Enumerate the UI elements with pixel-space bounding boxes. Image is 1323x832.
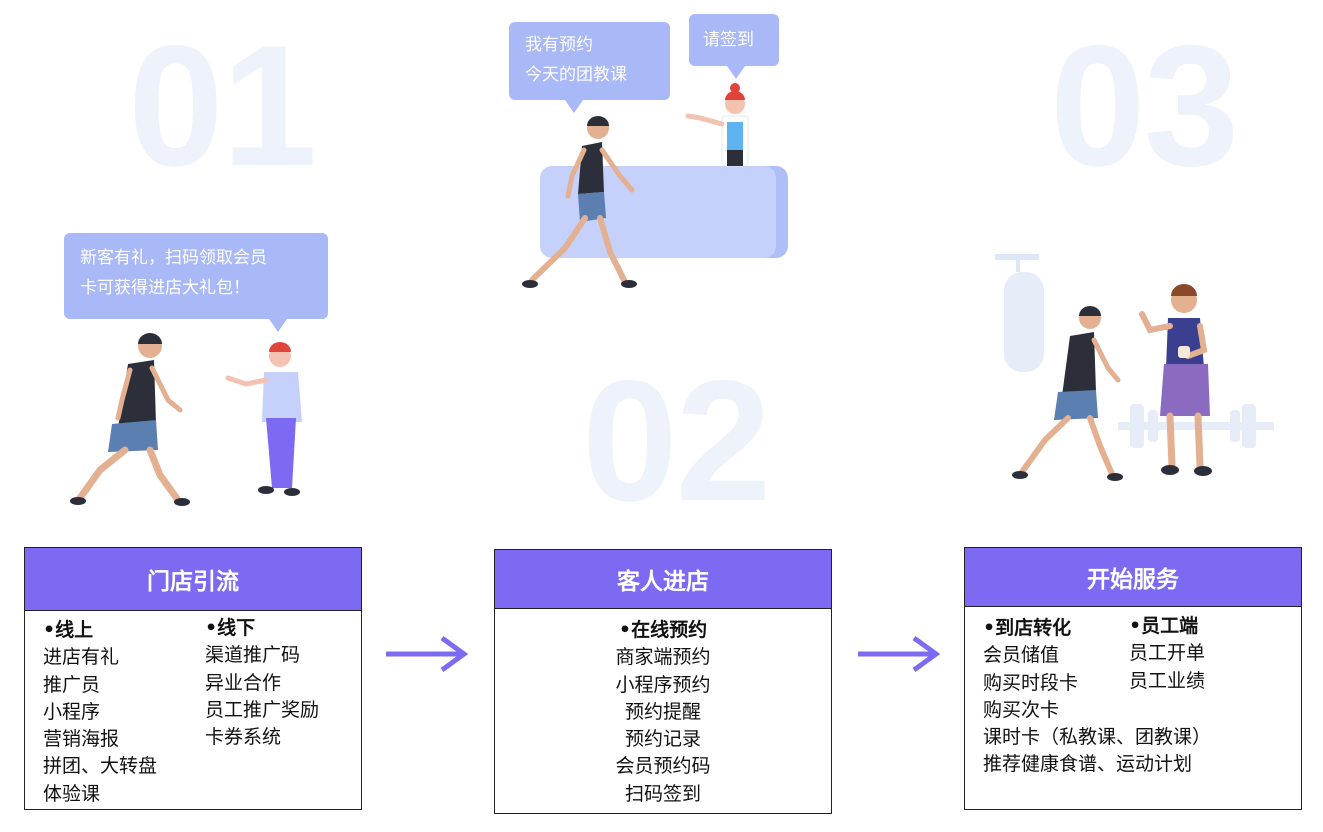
list-item: 商家端预约: [615, 646, 711, 669]
bubble-line: 我有预约: [525, 35, 593, 55]
conversion-column: •到店转化 会员储值 购买时段卡 购买次卡 课时卡（私教课、团教课） 推荐健康食…: [983, 615, 1211, 779]
list-item: 卡券系统: [205, 726, 282, 749]
list-item: 课时卡（私教课、团教课）: [983, 726, 1212, 749]
arrow-right-icon: [386, 635, 469, 673]
column-heading: •到店转化: [983, 617, 1072, 639]
speech-bubble-check-in: 请签到: [689, 14, 779, 79]
list-item: 购买次卡: [983, 698, 1060, 721]
arrow-right-icon: [858, 635, 941, 673]
list-item: 员工开单: [1129, 642, 1206, 665]
speech-bubble-booking: 我有预约 今天的团教课: [509, 22, 670, 113]
scene-illustrations: [70, 83, 1274, 506]
list-item: 异业合作: [205, 671, 282, 694]
column-heading: •线上: [43, 619, 94, 641]
list-item: 体验课: [43, 782, 101, 805]
bubble-line: 请签到: [703, 30, 754, 50]
card-title: 门店引流: [25, 548, 361, 611]
reception-desk-illustration: [522, 83, 788, 288]
card-customer-arrival: 客人进店 •在线预约 商家端预约 小程序预约 预约提醒 预约记录 会员预约码 扫…: [494, 549, 832, 814]
list-item: 推广员: [43, 673, 101, 696]
list-item: 购买时段卡: [983, 671, 1079, 694]
card-start-service: 开始服务 •到店转化 会员储值 购买时段卡 购买次卡 课时卡（私教课、团教课） …: [964, 547, 1302, 810]
card-title: 客人进店: [495, 550, 831, 609]
list-item: 推荐健康食谱、运动计划: [983, 753, 1193, 776]
offline-column: •线下 渠道推广码 异业合作 员工推广奖励 卡券系统: [205, 615, 319, 751]
column-heading: •在线预约: [618, 619, 708, 641]
list-item: 员工业绩: [1129, 669, 1206, 692]
list-item: 会员储值: [983, 644, 1060, 667]
list-item: 扫码签到: [624, 782, 701, 805]
speech-bubble-new-customer: 新客有礼，扫码领取会员 卡可获得进店大礼包！: [64, 233, 328, 332]
bubble-line: 今天的团教课: [525, 65, 627, 85]
list-item: 小程序预约: [615, 673, 711, 696]
list-item: 预约记录: [624, 728, 701, 751]
online-booking-column: •在线预约 商家端预约 小程序预约 预约提醒 预约记录 会员预约码 扫码签到: [495, 617, 831, 808]
card-title: 开始服务: [965, 548, 1301, 607]
column-heading: •员工端: [1129, 615, 1199, 637]
list-item: 渠道推广码: [205, 644, 301, 667]
list-item: 营销海报: [43, 728, 120, 751]
step-number-03: 03: [1050, 10, 1239, 202]
list-item: 会员预约码: [615, 755, 711, 778]
list-item: 进店有礼: [43, 646, 120, 669]
bubble-line: 新客有礼，扫码领取会员: [80, 248, 267, 268]
list-item: 预约提醒: [624, 700, 701, 723]
list-item: 小程序: [43, 700, 101, 723]
online-column: •线上 进店有礼 推广员 小程序 营销海报 拼团、大转盘 体验课: [43, 617, 157, 808]
step-number-01: 01: [128, 10, 317, 202]
list-item: 员工推广奖励: [205, 698, 320, 721]
column-heading: •线下: [205, 617, 256, 639]
list-item: 拼团、大转盘: [43, 755, 158, 778]
step-number-02: 02: [582, 345, 771, 537]
gym-illustration: [995, 254, 1274, 481]
greeting-illustration: [70, 333, 302, 506]
card-store-traffic: 门店引流 •线上 进店有礼 推广员 小程序 营销海报 拼团、大转盘 体验课 •线…: [24, 547, 362, 810]
staff-column: •员工端 员工开单 员工业绩: [1129, 613, 1205, 695]
bubble-line: 卡可获得进店大礼包！: [80, 278, 250, 298]
